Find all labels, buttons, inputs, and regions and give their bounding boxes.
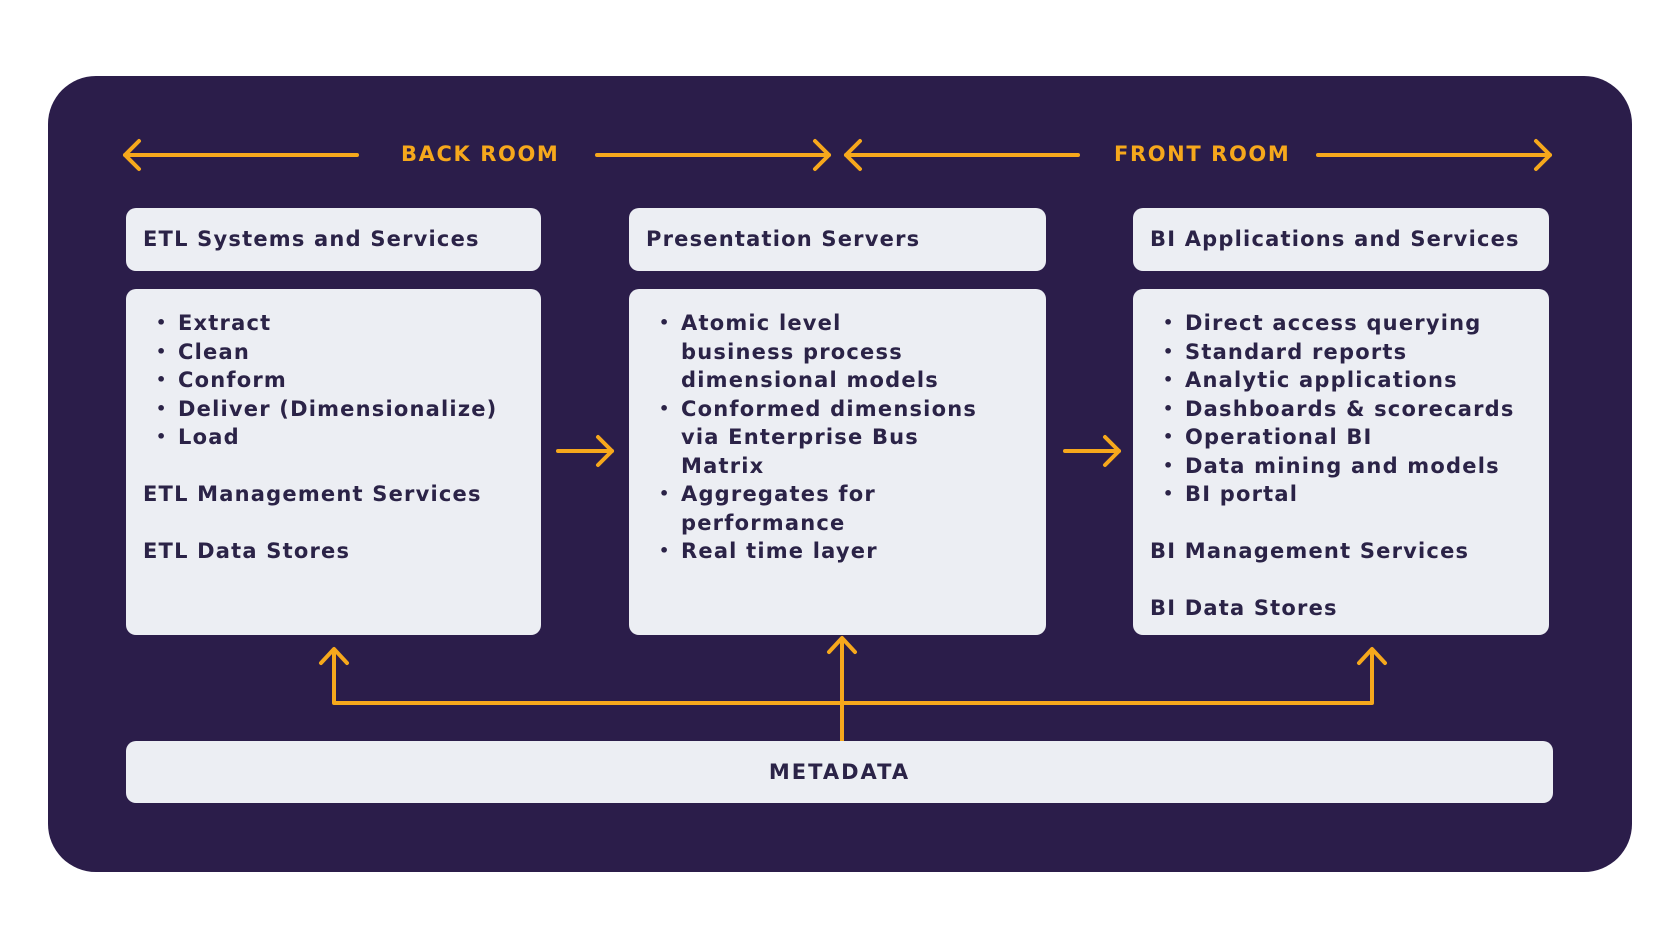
- list-item: Real time layer: [659, 537, 989, 566]
- list-item: Dashboards & scorecards: [1163, 395, 1532, 424]
- list-item: Extract: [156, 309, 524, 338]
- etl-process-list: Extract Clean Conform Deliver (Dimension…: [143, 309, 524, 452]
- list-item: Standard reports: [1163, 338, 1532, 367]
- presentation-servers-header: Presentation Servers: [629, 208, 1046, 271]
- etl-management-services: ETL Management Services: [143, 482, 482, 506]
- list-item: Atomic level business process dimensiona…: [659, 309, 951, 395]
- bi-applications-header: BI Applications and Services: [1133, 208, 1549, 271]
- list-item: Operational BI: [1163, 423, 1532, 452]
- front-room-label: FRONT ROOM: [1114, 142, 1291, 166]
- bi-data-stores: BI Data Stores: [1150, 596, 1338, 620]
- presentation-servers-body: Atomic level business process dimensiona…: [629, 289, 1046, 635]
- list-item: Conform: [156, 366, 524, 395]
- list-item: Load: [156, 423, 524, 452]
- presentation-list: Atomic level business process dimensiona…: [646, 309, 1029, 566]
- bi-applications-list: Direct access querying Standard reports …: [1150, 309, 1532, 509]
- list-item: Direct access querying: [1163, 309, 1532, 338]
- list-item: Deliver (Dimensionalize): [156, 395, 524, 424]
- bi-applications-body: Direct access querying Standard reports …: [1133, 289, 1549, 635]
- list-item: Aggregates for performance: [659, 480, 881, 537]
- etl-data-stores: ETL Data Stores: [143, 539, 351, 563]
- list-item: Clean: [156, 338, 524, 367]
- metadata-bar: METADATA: [126, 741, 1553, 803]
- list-item: BI portal: [1163, 480, 1532, 509]
- bi-management-services: BI Management Services: [1150, 539, 1470, 563]
- list-item: Conformed dimensions via Enterprise Bus …: [659, 395, 989, 481]
- etl-systems-body: Extract Clean Conform Deliver (Dimension…: [126, 289, 541, 635]
- list-item: Analytic applications: [1163, 366, 1532, 395]
- back-room-label: BACK ROOM: [401, 142, 560, 166]
- etl-systems-header: ETL Systems and Services: [126, 208, 541, 271]
- list-item: Data mining and models: [1163, 452, 1532, 481]
